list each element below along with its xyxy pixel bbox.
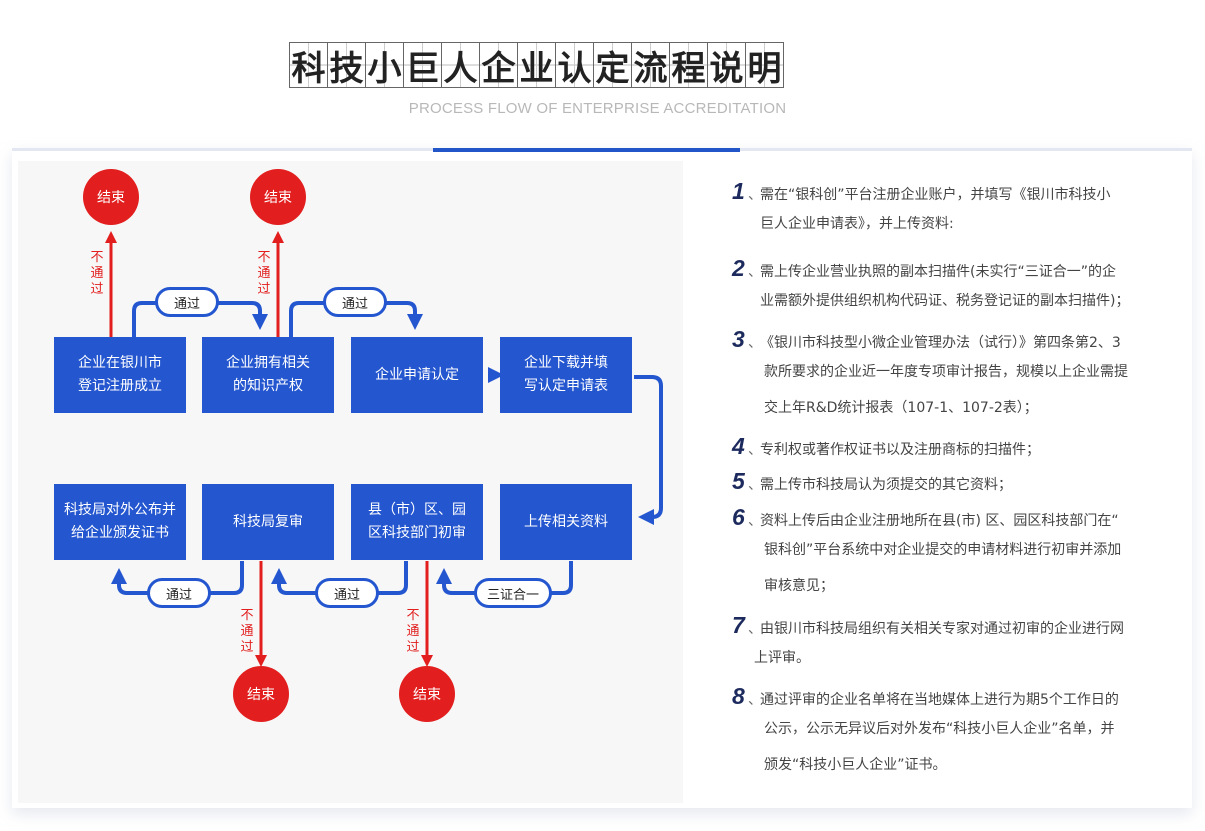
step-box-initial-review: 县（市）区、园区科技部门初审 [351,484,483,560]
title-char: 明 [745,42,784,89]
title-char: 定 [593,42,632,89]
fail-label: 不通过 [257,250,271,297]
step-box-re-review: 科技局复审 [202,484,334,560]
pass-label: 通过 [323,287,387,317]
fail-label: 不通过 [240,608,254,655]
title-char: 程 [669,42,708,89]
title-char: 人 [441,42,480,89]
step-box-upload: 上传相关资料 [500,484,632,560]
pass-label: 通过 [315,578,379,608]
step-box-download: 企业下载并填写认定申请表 [500,337,632,413]
page-title: 科 技 小 巨 人 企 业 认 定 流 程 说 明 [289,42,784,89]
title-char: 技 [327,42,366,89]
end-node: 结束 [83,169,139,225]
pass-label: 通过 [147,578,211,608]
title-char: 流 [631,42,670,89]
card-accent-bar [433,148,740,152]
end-node: 结束 [233,666,289,722]
fail-label: 不通过 [90,250,104,297]
step-box-publish: 科技局对外公布并给企业颁发证书 [54,484,186,560]
title-char: 说 [707,42,746,89]
step-box-ip: 企业拥有相关的知识产权 [202,337,334,413]
title-char: 小 [365,42,404,89]
pass-label: 通过 [155,287,219,317]
flow-diagram [18,161,683,803]
three-in-one-label: 三证合一 [474,578,552,608]
title-char: 业 [517,42,556,89]
page-subtitle: PROCESS FLOW OF ENTERPRISE ACCREDITATION [408,100,787,117]
title-char: 科 [289,42,328,89]
step-box-register: 企业在银川市登记注册成立 [54,337,186,413]
fail-label: 不通过 [406,608,420,655]
title-char: 认 [555,42,594,89]
step-box-apply: 企业申请认定 [351,337,483,413]
title-char: 巨 [403,42,442,89]
end-node: 结束 [399,666,455,722]
title-char: 企 [479,42,518,89]
end-node: 结束 [250,169,306,225]
